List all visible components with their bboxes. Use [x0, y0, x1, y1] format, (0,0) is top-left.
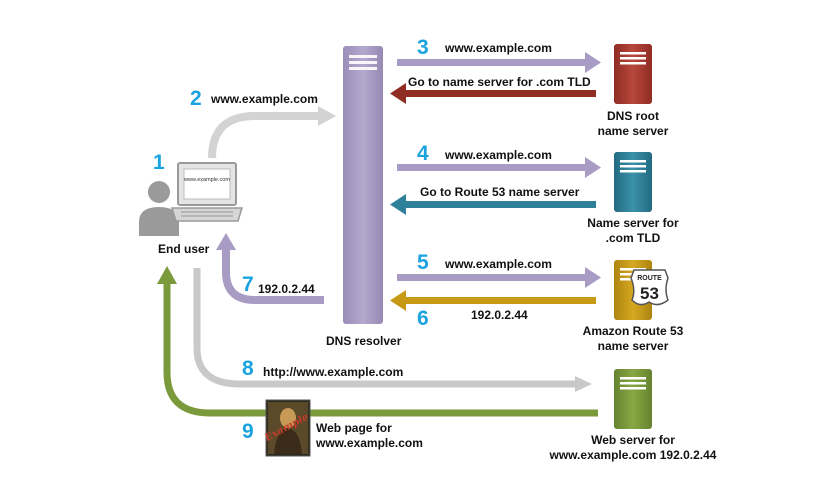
- root-server-label: DNS root name server: [583, 109, 683, 139]
- step-6-number: 6: [417, 307, 429, 330]
- step-2-label: www.example.com: [211, 92, 318, 106]
- route53-badge-number: 53: [640, 284, 659, 303]
- tld-server-label-line1: Name server for: [587, 216, 679, 230]
- arrow-step-2: [208, 106, 336, 159]
- step-6-label: 192.0.2.44: [471, 308, 528, 322]
- dns-root-server: [614, 44, 652, 104]
- step-4-label: www.example.com: [445, 148, 552, 162]
- step-8-label: http://www.example.com: [263, 365, 404, 379]
- tld-reply-label: Go to Route 53 name server: [420, 185, 580, 199]
- web-page-label: Web page for www.example.com: [316, 421, 423, 451]
- step-5-number: 5: [417, 251, 429, 274]
- arrow-root-reply: [390, 83, 596, 104]
- arrow-step-3: [397, 52, 601, 73]
- tld-server-label: Name server for .com TLD: [573, 216, 693, 246]
- arrow-step-4: [397, 157, 601, 178]
- root-server-label-line2: name server: [597, 124, 669, 138]
- step-3-number: 3: [417, 36, 429, 59]
- step-4-number: 4: [417, 142, 429, 165]
- step-8-number: 8: [242, 357, 254, 380]
- web-page-label-line2: www.example.com: [316, 436, 423, 450]
- root-reply-label: Go to name server for .com TLD: [408, 75, 591, 89]
- web-page-thumbnail: Example: [262, 399, 311, 457]
- web-server: [614, 369, 652, 429]
- route53-server-label-line2: name server: [597, 339, 669, 353]
- dns-resolver-server: [343, 46, 383, 324]
- laptop-icon: www.example.com: [170, 162, 244, 222]
- step-3-label: www.example.com: [445, 41, 552, 55]
- arrow-step-5: [397, 267, 601, 288]
- arrow-tld-reply: [390, 194, 596, 215]
- route53-server-label-line1: Amazon Route 53: [582, 324, 684, 338]
- route53-server-label: Amazon Route 53 name server: [573, 324, 693, 354]
- laptop-screen-text: www.example.com: [183, 177, 230, 183]
- step-9-number: 9: [242, 420, 254, 443]
- end-user-label: End user: [158, 242, 210, 256]
- tld-server-label-line2: .com TLD: [605, 231, 661, 245]
- web-server-label-line2: www.example.com 192.0.2.44: [549, 448, 717, 462]
- arrow-step-7: [216, 233, 324, 304]
- step-2-number: 2: [190, 87, 202, 110]
- dns-resolver-label: DNS resolver: [326, 334, 402, 348]
- step-5-label: www.example.com: [445, 257, 552, 271]
- web-server-label: Web server for www.example.com 192.0.2.4…: [543, 433, 723, 463]
- arrow-step-8: [193, 268, 592, 392]
- web-server-label-line1: Web server for: [591, 433, 675, 447]
- step-1-number: 1: [153, 151, 165, 174]
- route53-badge-top: ROUTE: [637, 275, 662, 282]
- arrow-step-6: [390, 290, 596, 311]
- arrow-step-9: [157, 266, 598, 417]
- end-user-person-icon: [139, 181, 179, 236]
- root-server-label-line1: DNS root: [607, 109, 659, 123]
- tld-name-server: [614, 152, 652, 212]
- step-7-label: 192.0.2.44: [258, 282, 315, 296]
- route53-badge-icon: ROUTE 53: [630, 269, 669, 306]
- web-page-label-line1: Web page for: [316, 421, 392, 435]
- step-7-number: 7: [242, 273, 254, 296]
